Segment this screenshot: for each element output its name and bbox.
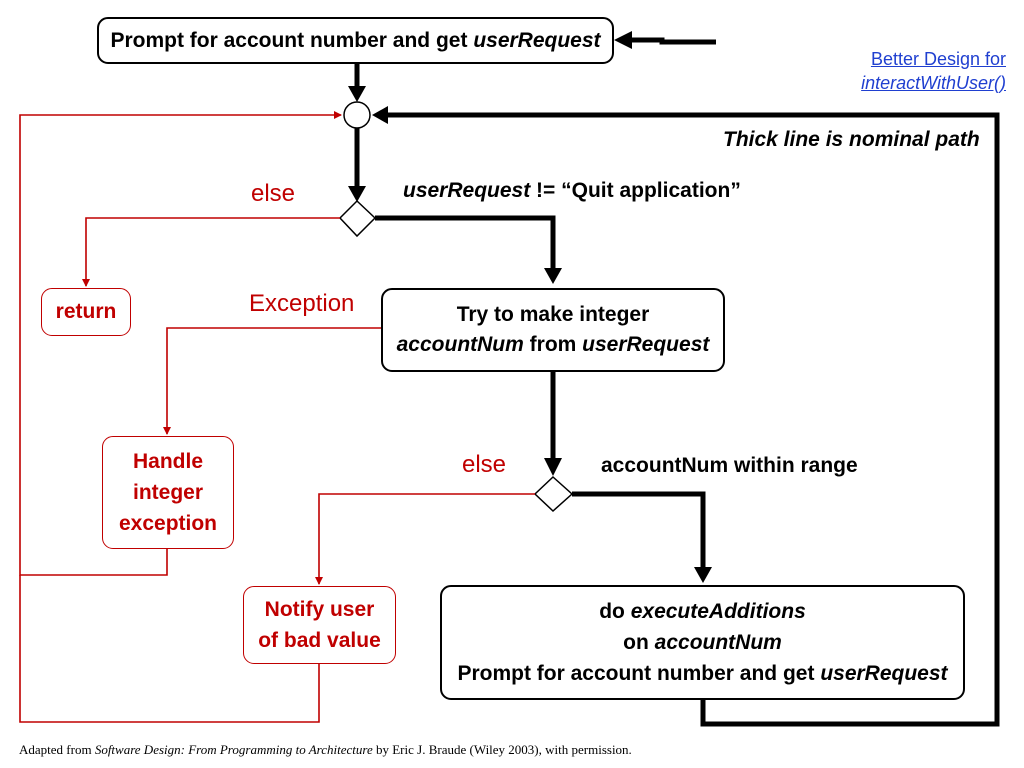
nominal-try-to-decision [544,372,562,476]
footer-post: by Eric J. Braude (Wiley 2003), with per… [372,742,632,757]
nominal-decision-to-try [375,215,562,284]
nominal-decision-to-execute [572,491,712,583]
execute-line3: Prompt for account number and get userRe… [457,658,947,689]
execute-l3-var: userRequest [820,662,948,685]
condition-quit-label: userRequest != “Quit application” [403,179,741,203]
footer-credit: Adapted from Software Design: From Progr… [19,742,632,758]
notify-line1: Notify user [264,598,375,621]
handle-box: Handle integer exception [102,436,234,549]
notify-line2: of bad value [258,629,381,652]
exception-label: Exception [249,290,355,317]
try-line1: Try to make integer [456,303,650,326]
better-design-link-line1[interactable]: Better Design for [870,49,1006,69]
better-design-link-fn[interactable]: interactWithUser() [861,73,1006,93]
condition-quit-var: userRequest [403,179,531,202]
decision-range [533,475,574,513]
execute-l3-pre: Prompt for account number and get [457,662,821,685]
handle-line2: integer [132,481,203,504]
footer-book-title: Software Design: From Programming to Arc… [94,742,373,757]
try-box: Try to make integer accountNum from user… [381,288,725,372]
footer-pre: Adapted from [19,742,95,757]
execute-box: do executeAdditions on accountNum Prompt… [440,585,965,700]
better-design-link[interactable]: Better Design for interactWithUser() [861,47,1006,95]
else-label-top: else [251,180,296,207]
exception-to-handle-line [163,327,383,435]
return-text: return [55,300,117,323]
nominal-loop-back [372,106,1000,727]
nominal-prompt-to-junction [348,64,366,102]
execute-l2-pre: on [623,631,655,654]
try-var-accountnum: accountNum [396,333,524,356]
try-line2: accountNum from userRequest [397,330,710,360]
merge-junction [343,101,371,129]
better-design-link-line2[interactable]: interactWithUser() [861,73,1006,93]
execute-line2: on accountNum [623,627,782,658]
else-to-notify-line [315,493,535,585]
nominal-path-text: Thick line is nominal path [723,128,980,151]
prompt-box: Prompt for account number and get userRe… [97,17,614,64]
execute-l1-var: executeAdditions [630,600,806,623]
notify-box: Notify user of bad value [243,586,396,664]
nominal-path-note: Thick line is nominal path [723,128,980,152]
condition-range-label: accountNum within range [601,454,858,477]
execute-l2-var: accountNum [654,631,782,654]
decision-quit [338,199,377,238]
entry-arrow [614,31,716,49]
else-to-return-line [82,217,340,287]
nominal-junction-to-decision [348,128,366,202]
prompt-var: userRequest [473,28,601,52]
execute-l1-pre: do [599,600,631,623]
return-box: return [41,288,131,336]
condition-quit-rest: != “Quit application” [530,179,741,202]
handle-line3: exception [118,512,218,535]
try-mid: from [523,333,583,356]
execute-line1: do executeAdditions [599,596,806,627]
notify-loop-back-line [19,575,320,723]
handle-line1: Handle [132,450,203,473]
else-label-bottom: else [462,451,507,478]
prompt-text: Prompt for account number and get [110,28,474,52]
try-var-userrequest: userRequest [582,333,710,356]
